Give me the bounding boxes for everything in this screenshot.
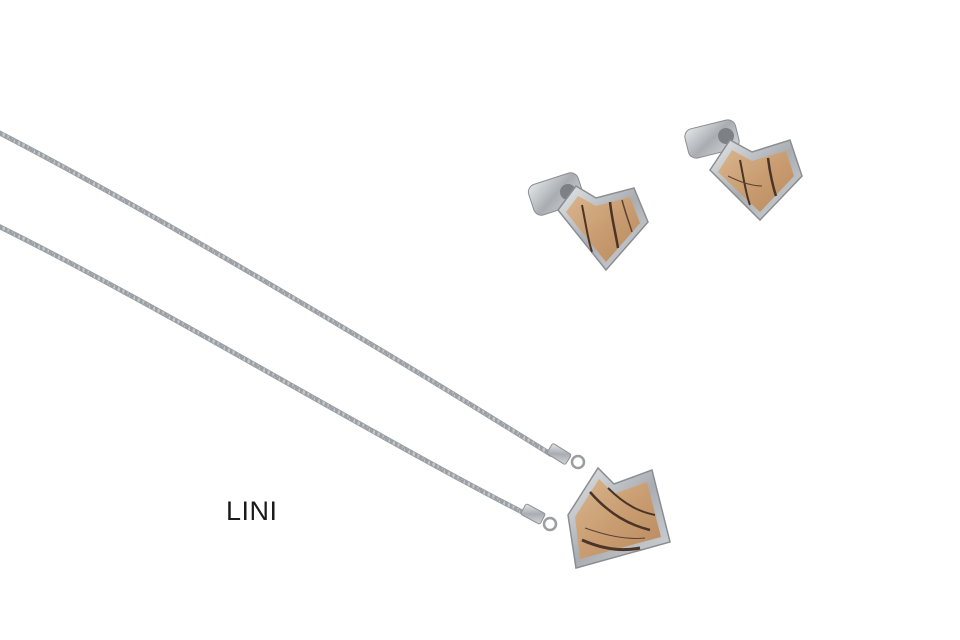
necklace-chain [0, 130, 586, 532]
heart-earring-left [527, 172, 649, 272]
product-name-label: LINI [226, 496, 278, 526]
heart-earring-right [684, 119, 803, 222]
necklace-heart-pendant [567, 466, 671, 569]
